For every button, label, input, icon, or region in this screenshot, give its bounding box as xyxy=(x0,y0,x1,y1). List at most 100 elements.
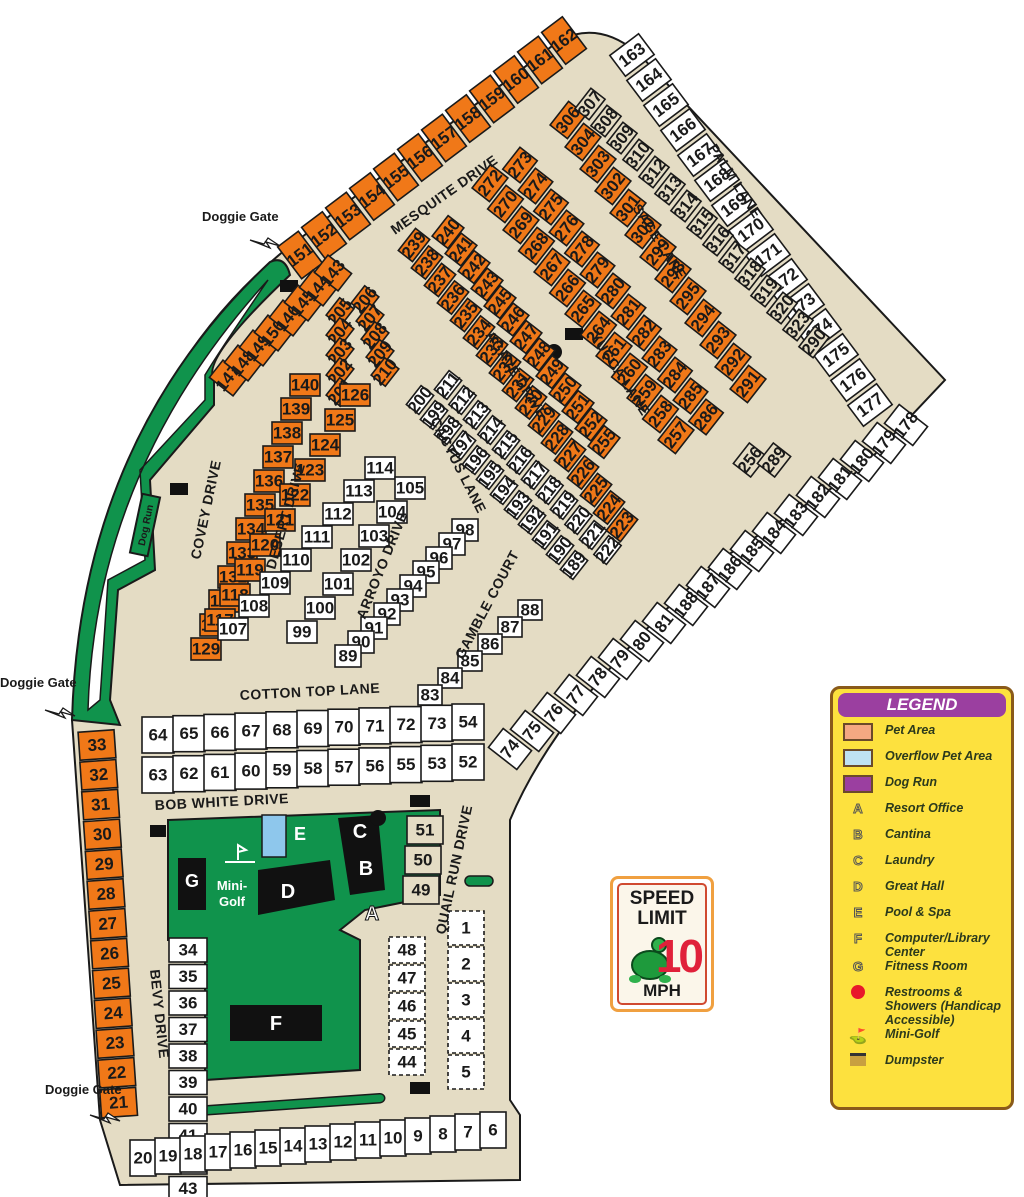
campsite-31[interactable]: 31 xyxy=(80,788,121,821)
campsite-67[interactable]: 67 xyxy=(234,712,268,750)
campsite-88[interactable]: 88 xyxy=(517,599,543,621)
campsite-112[interactable]: 112 xyxy=(322,502,354,526)
campsite-11[interactable]: 11 xyxy=(354,1121,382,1159)
campsite-79[interactable]: 79 xyxy=(597,637,643,681)
campsite-86[interactable]: 86 xyxy=(477,633,503,655)
campsite-7[interactable]: 7 xyxy=(454,1113,482,1151)
campsite-39[interactable]: 39 xyxy=(168,1069,208,1096)
campsite-25[interactable]: 25 xyxy=(91,967,132,1000)
campsite-21[interactable]: 21 xyxy=(98,1086,139,1119)
campsite-114[interactable]: 114 xyxy=(364,456,396,480)
campsite-80[interactable]: 80 xyxy=(619,619,665,663)
campsite-32[interactable]: 32 xyxy=(79,758,119,791)
campsite-75[interactable]: 75 xyxy=(509,709,555,753)
campsite-33[interactable]: 33 xyxy=(77,728,117,762)
campsite-109[interactable]: 109 xyxy=(259,571,291,595)
campsite-120[interactable]: 120 xyxy=(249,533,281,557)
campsite-60[interactable]: 60 xyxy=(234,752,268,790)
campsite-73[interactable]: 73 xyxy=(420,704,454,743)
campsite-48[interactable]: 48 xyxy=(388,936,426,964)
campsite-23[interactable]: 23 xyxy=(95,1026,135,1060)
campsite-102[interactable]: 102 xyxy=(340,548,372,572)
campsite-257[interactable]: 257 xyxy=(656,415,696,455)
campsite-69[interactable]: 69 xyxy=(296,709,330,748)
campsite-121[interactable]: 121 xyxy=(264,508,296,532)
campsite-101[interactable]: 101 xyxy=(322,572,354,596)
campsite-68[interactable]: 68 xyxy=(265,710,299,749)
campsite-105[interactable]: 105 xyxy=(394,476,426,500)
campsite-55[interactable]: 55 xyxy=(389,745,423,784)
campsite-63[interactable]: 63 xyxy=(141,756,175,794)
campsite-58[interactable]: 58 xyxy=(296,749,330,788)
campsite-64[interactable]: 64 xyxy=(141,716,175,754)
campsite-87[interactable]: 87 xyxy=(497,616,523,638)
campsite-143[interactable]: 143 xyxy=(312,253,353,294)
campsite-113[interactable]: 113 xyxy=(343,479,375,503)
campsite-54[interactable]: 54 xyxy=(451,703,485,741)
campsite-47[interactable]: 47 xyxy=(388,964,426,992)
campsite-138[interactable]: 138 xyxy=(271,421,303,445)
campsite-153[interactable]: 153 xyxy=(324,191,372,241)
campsite-28[interactable]: 28 xyxy=(86,877,126,911)
campsite-51[interactable]: 51 xyxy=(406,815,444,845)
campsite-29[interactable]: 29 xyxy=(84,848,124,881)
campsite-6[interactable]: 6 xyxy=(479,1111,507,1149)
campsite-14[interactable]: 14 xyxy=(279,1127,307,1165)
campsite-22[interactable]: 22 xyxy=(97,1056,137,1089)
campsite-19[interactable]: 19 xyxy=(154,1137,182,1175)
campsite-12[interactable]: 12 xyxy=(329,1123,357,1161)
campsite-100[interactable]: 100 xyxy=(304,596,336,620)
campsite-5[interactable]: 5 xyxy=(447,1054,485,1090)
campsite-46[interactable]: 46 xyxy=(388,992,426,1020)
campsite-99[interactable]: 99 xyxy=(286,620,318,644)
campsite-108[interactable]: 108 xyxy=(238,594,270,618)
campsite-44[interactable]: 44 xyxy=(388,1048,426,1076)
campsite-15[interactable]: 15 xyxy=(254,1129,282,1167)
campsite-10[interactable]: 10 xyxy=(379,1119,407,1157)
campsite-124[interactable]: 124 xyxy=(309,433,341,457)
campsite-71[interactable]: 71 xyxy=(358,707,392,745)
campsite-53[interactable]: 53 xyxy=(420,744,454,783)
campsite-16[interactable]: 16 xyxy=(229,1131,257,1169)
campsite-182[interactable]: 182 xyxy=(795,475,841,520)
campsite-27[interactable]: 27 xyxy=(88,907,128,940)
campsite-89[interactable]: 89 xyxy=(334,644,362,668)
campsite-103[interactable]: 103 xyxy=(358,524,390,548)
campsite-35[interactable]: 35 xyxy=(168,963,208,990)
campsite-81[interactable]: 81 xyxy=(641,601,687,645)
campsite-56[interactable]: 56 xyxy=(358,747,392,785)
campsite-72[interactable]: 72 xyxy=(389,705,423,744)
campsite-84[interactable]: 84 xyxy=(437,667,463,689)
campsite-137[interactable]: 137 xyxy=(262,445,294,469)
campsite-107[interactable]: 107 xyxy=(217,617,249,641)
campsite-140[interactable]: 140 xyxy=(289,373,321,397)
campsite-123[interactable]: 123 xyxy=(294,458,326,482)
campsite-57[interactable]: 57 xyxy=(327,748,361,787)
campsite-122[interactable]: 122 xyxy=(279,483,311,507)
campsite-26[interactable]: 26 xyxy=(89,937,130,970)
campsite-76[interactable]: 76 xyxy=(531,691,577,735)
campsite-125[interactable]: 125 xyxy=(324,408,356,432)
campsite-40[interactable]: 40 xyxy=(168,1096,208,1122)
campsite-83[interactable]: 83 xyxy=(417,684,443,706)
campsite-65[interactable]: 65 xyxy=(172,714,206,753)
campsite-187[interactable]: 187 xyxy=(685,565,731,610)
campsite-62[interactable]: 62 xyxy=(172,754,206,793)
campsite-43[interactable]: 43 xyxy=(168,1175,208,1197)
campsite-4[interactable]: 4 xyxy=(447,1018,485,1054)
campsite-302[interactable]: 302 xyxy=(593,166,633,206)
campsite-9[interactable]: 9 xyxy=(404,1117,432,1155)
campsite-13[interactable]: 13 xyxy=(304,1125,332,1163)
campsite-70[interactable]: 70 xyxy=(327,708,361,747)
campsite-61[interactable]: 61 xyxy=(203,753,237,792)
campsite-139[interactable]: 139 xyxy=(280,397,312,421)
campsite-110[interactable]: 110 xyxy=(280,548,312,572)
campsite-119[interactable]: 119 xyxy=(234,558,266,582)
campsite-136[interactable]: 136 xyxy=(253,469,285,493)
campsite-77[interactable]: 77 xyxy=(553,673,599,717)
campsite-291[interactable]: 291 xyxy=(728,364,768,404)
campsite-111[interactable]: 111 xyxy=(301,525,333,549)
campsite-38[interactable]: 38 xyxy=(168,1043,208,1069)
campsite-272[interactable]: 272 xyxy=(470,163,510,203)
campsite-78[interactable]: 78 xyxy=(575,655,621,699)
